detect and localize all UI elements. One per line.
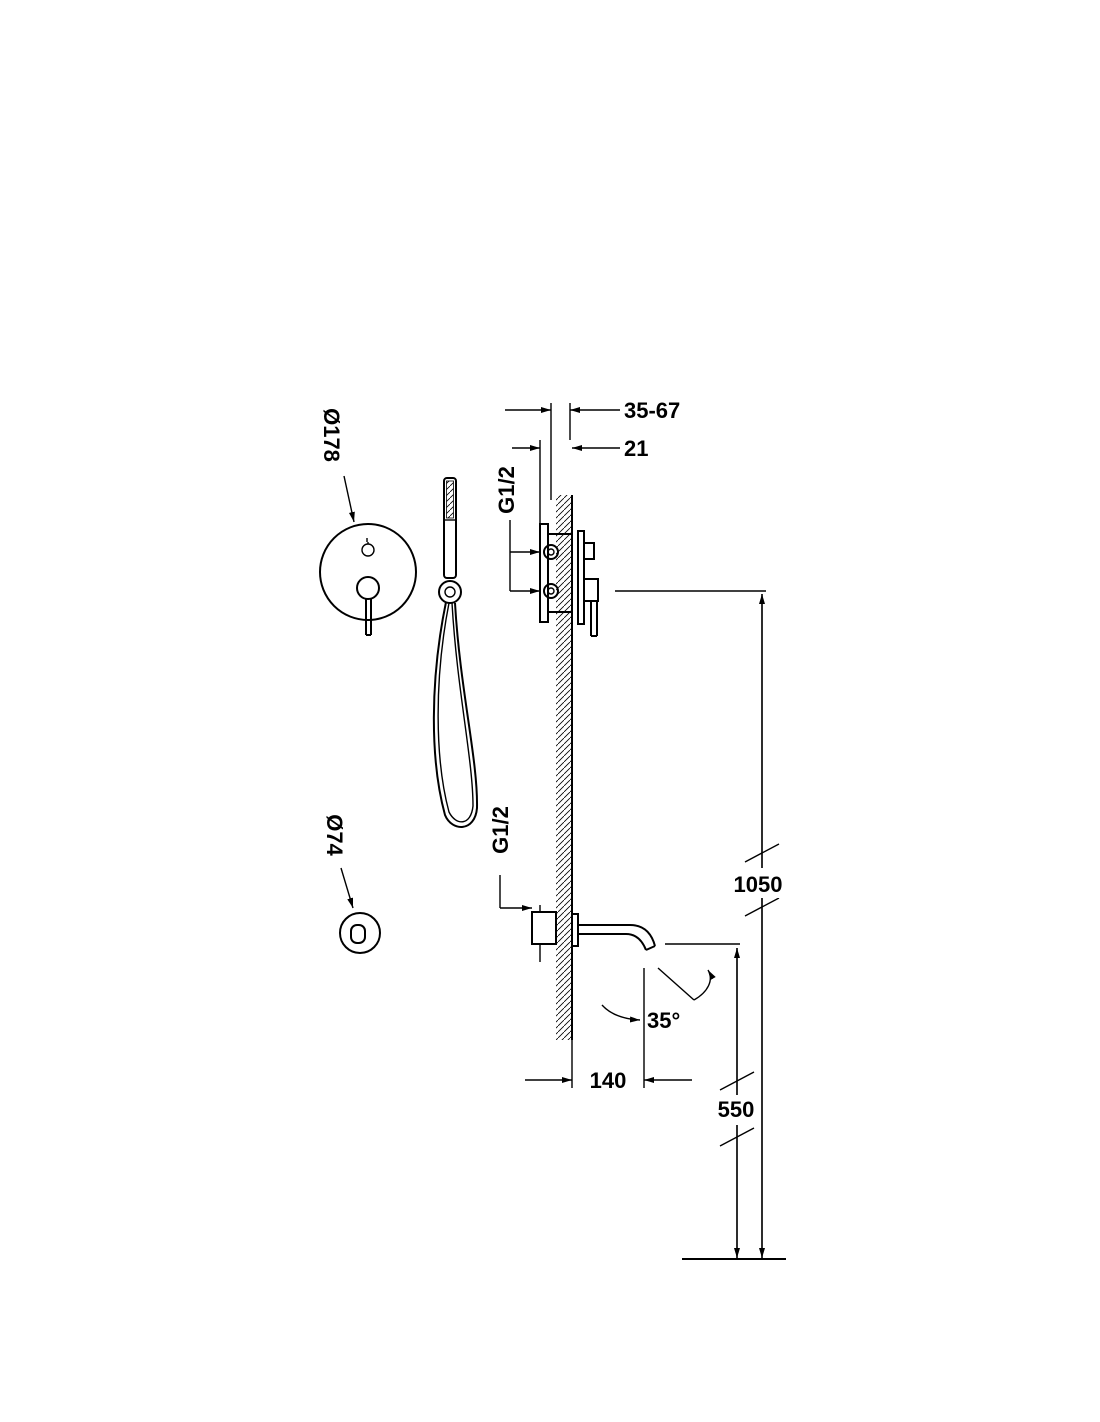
spout-projection-dimension: 140: [525, 968, 692, 1093]
spout-angle-label: 35°: [647, 1008, 680, 1033]
spout-inlet-thread-label: G1/2: [488, 806, 513, 854]
spout-projection-label: 140: [590, 1068, 627, 1093]
mixer-height-label: 1050: [734, 872, 783, 897]
spout-inlet-thread-dimension: G1/2: [488, 806, 532, 911]
plate-diameter-dimension: Ø178: [319, 408, 355, 523]
spout-height-label: 550: [718, 1097, 755, 1122]
wall-depth-label: 35-67: [624, 398, 680, 423]
plate-offset-label: 21: [624, 436, 648, 461]
hand-shower: [432, 477, 479, 828]
wall-depth-dimension: 35-67: [505, 398, 680, 500]
spout-height-dimension: 550: [665, 943, 762, 1258]
mixer-body-side-view: [539, 505, 599, 637]
spout-plate-front-view: [339, 912, 381, 954]
mixer-inlet-thread-dimension: G1/2: [494, 466, 540, 594]
wall-section: [556, 495, 573, 1040]
mixer-plate-front-view: [319, 523, 417, 636]
mixer-height-dimension: 1050: [615, 590, 790, 1258]
spout-plate-diameter-dimension: Ø74: [322, 814, 354, 909]
spout-side-view: [531, 905, 656, 962]
mixer-inlet-thread-label: G1/2: [494, 466, 519, 514]
spout-angle-dimension: 35°: [601, 967, 716, 1033]
spout-plate-diameter-label: Ø74: [322, 814, 347, 856]
plate-offset-dimension: 21: [512, 436, 648, 505]
plate-diameter-label: Ø178: [319, 408, 344, 462]
